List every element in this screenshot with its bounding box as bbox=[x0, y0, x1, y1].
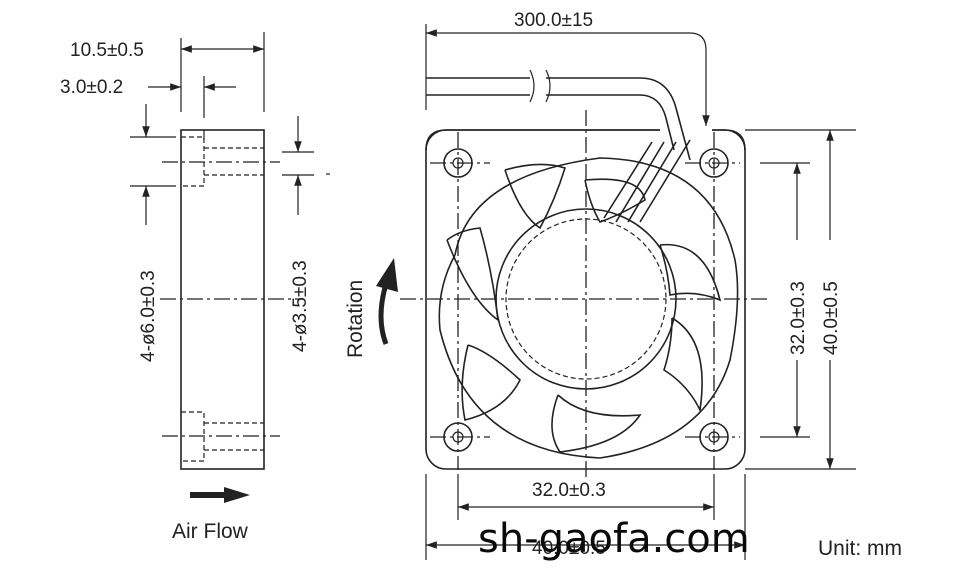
front-view: 300.0±15 32.0±0.3 40.0±0.5 32.0±0.3 40.0… bbox=[400, 10, 856, 560]
fan-shroud bbox=[438, 157, 739, 459]
airflow-label: Air Flow bbox=[172, 520, 249, 543]
watermark: sh-gaofa.com bbox=[478, 516, 750, 562]
rotation-indicator: Rotation bbox=[344, 258, 398, 358]
dim-frame-height: 40.0±0.5 bbox=[821, 281, 842, 355]
side-view: 10.5±0.5 3.0±0.2 4-ø6.0±0.3 4-ø3.5±0.3 A… bbox=[60, 32, 330, 543]
fan-blades bbox=[446, 163, 722, 453]
side-top-hole bbox=[162, 136, 280, 187]
dim-lead-length: 300.0±15 bbox=[514, 10, 593, 31]
rotation-label: Rotation bbox=[344, 280, 367, 358]
dim-hole-pitch-vertical: 32.0±0.3 bbox=[788, 281, 809, 355]
unit-label: Unit: mm bbox=[818, 537, 902, 560]
dim-flange: 3.0±0.2 bbox=[60, 77, 123, 98]
dim-hole-pitch-horizontal: 32.0±0.3 bbox=[532, 480, 606, 501]
lead-wires bbox=[426, 69, 691, 223]
dim-hole-outer: 4-ø6.0±0.3 bbox=[138, 270, 159, 362]
side-bottom-hole bbox=[162, 411, 280, 462]
rotation-arrow-icon bbox=[378, 283, 389, 345]
dim-hole-inner: 4-ø3.5±0.3 bbox=[290, 260, 311, 352]
dim-overall-width: 10.5±0.5 bbox=[70, 40, 144, 61]
airflow-arrow-icon bbox=[190, 487, 250, 503]
dim-frame-width: 40.0±0.5 bbox=[532, 538, 606, 559]
